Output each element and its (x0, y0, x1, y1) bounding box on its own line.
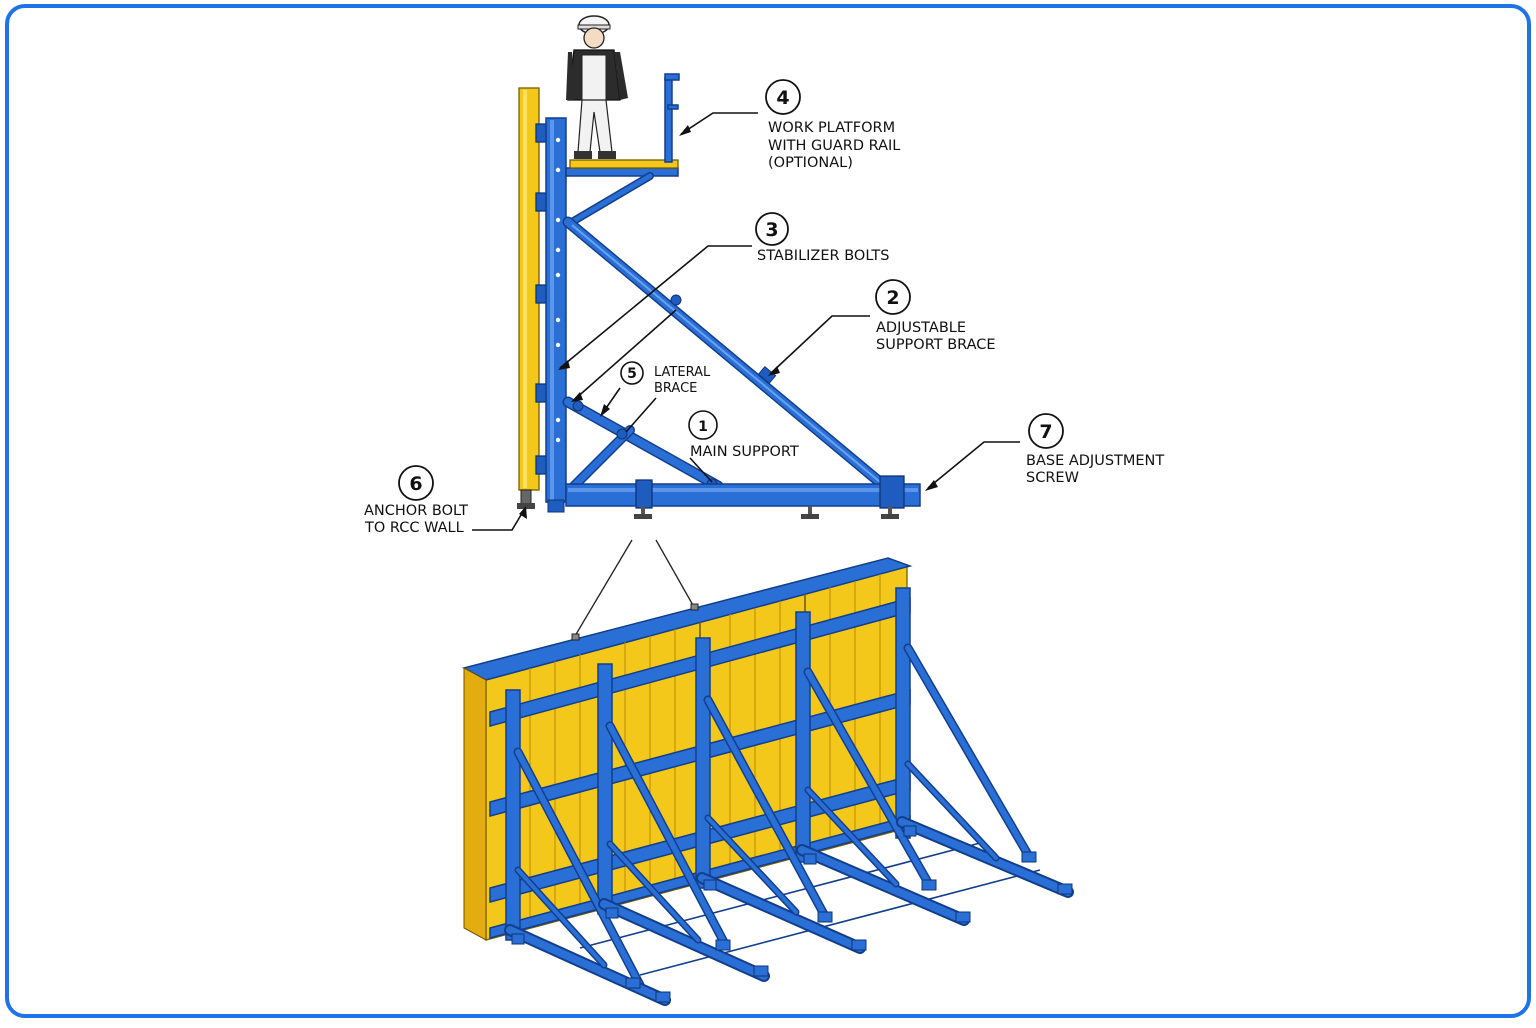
callout-4-line-3: (OPTIONAL) (768, 155, 853, 171)
callout-5: 5 LATERAL BRACE (620, 361, 711, 396)
callout-5-line-1: LATERAL (654, 365, 711, 380)
callout-2-number: 2 (886, 287, 899, 309)
callout-3-number: 3 (765, 219, 778, 241)
callout-6: 6 ANCHOR BOLT TO RCC WALL (364, 465, 468, 536)
base-beam (565, 483, 921, 507)
callout-2: 2 ADJUSTABLE SUPPORT BRACE (875, 279, 996, 353)
callout-2-line-1: ADJUSTABLE (876, 320, 966, 336)
callout-7: 7 BASE ADJUSTMENT SCREW (1026, 413, 1164, 486)
callout-4-number: 4 (776, 87, 789, 109)
callout-1: 1 MAIN SUPPORT (688, 410, 799, 460)
diagram-border (5, 4, 1531, 1018)
base-jacks (547, 499, 899, 519)
lateral-brace (562, 396, 724, 492)
iso-base-jacks (511, 825, 1073, 1003)
callout-1-number: 1 (698, 419, 708, 435)
guard-rail (664, 73, 680, 163)
callout-4-line-2: WITH GUARD RAIL (768, 138, 900, 154)
vertical-post (545, 117, 567, 503)
callout-5-line-2: BRACE (654, 381, 697, 396)
leader-lines (472, 112, 1020, 531)
callout-6-number: 6 (409, 473, 422, 495)
side-elevation-view (517, 15, 921, 637)
callout-5-number: 5 (627, 366, 637, 382)
callout-7-line-1: BASE ADJUSTMENT (1026, 453, 1164, 469)
callout-7-line-2: SCREW (1026, 470, 1079, 486)
work-platform-deck (569, 159, 679, 169)
callout-4: 4 WORK PLATFORM WITH GUARD RAIL (OPTIONA… (765, 79, 900, 171)
callout-7-number: 7 (1039, 421, 1052, 443)
worker-icon (566, 15, 628, 159)
lifting-lugs (571, 603, 699, 641)
work-platform-beam (565, 167, 679, 177)
callout-3: 3 STABILIZER BOLTS (755, 212, 889, 264)
callout-1-line-1: MAIN SUPPORT (690, 444, 799, 460)
callout-3-line-1: STABILIZER BOLTS (757, 248, 889, 264)
isometric-formwork-view (461, 557, 1074, 1006)
callout-6-line-1: ANCHOR BOLT (364, 503, 468, 519)
callout-4-line-1: WORK PLATFORM (768, 120, 895, 136)
callout-6-line-2: TO RCC WALL (364, 520, 464, 536)
adjustable-support-brace (562, 216, 888, 490)
bracing-frames (504, 643, 1074, 1006)
callout-2-line-2: SUPPORT BRACE (876, 337, 996, 353)
